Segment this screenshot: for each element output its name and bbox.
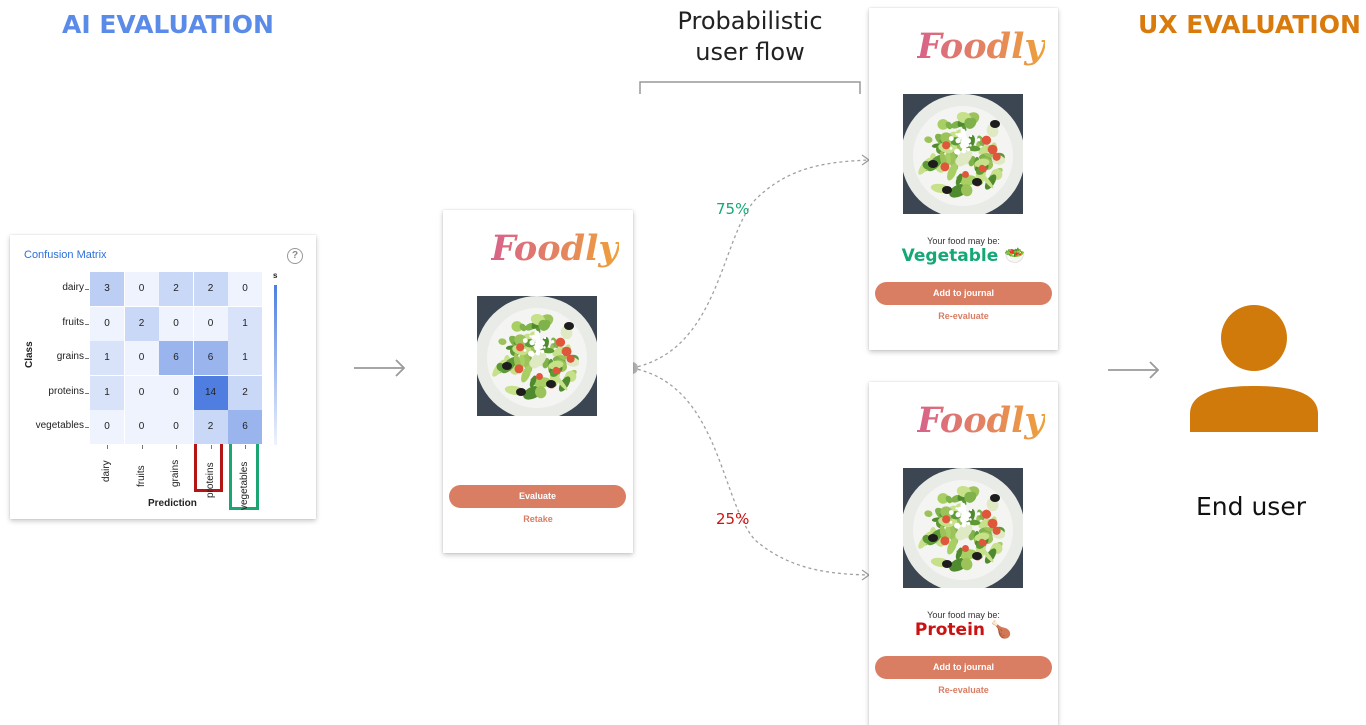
matrix-cell: 0 <box>124 410 159 444</box>
arrow-to-app <box>354 359 406 377</box>
matrix-cell: 6 <box>159 341 193 375</box>
ai-evaluation-heading: AI EVALUATION <box>62 10 274 39</box>
row-label-vegetables: vegetables <box>35 420 84 432</box>
col-label-vegetables: vegetables <box>239 461 251 510</box>
probabilistic-flow-label: Probabilistic user flow <box>640 6 860 68</box>
row-tick <box>85 323 89 325</box>
salad-photo <box>477 296 597 416</box>
row-label-grains: grains <box>56 351 84 363</box>
matrix-cell: 2 <box>193 272 228 306</box>
matrix-cell: 0 <box>124 272 159 306</box>
matrix-cell: 0 <box>159 375 193 410</box>
row-tick <box>85 358 89 360</box>
col-tick <box>141 444 143 449</box>
user-icon <box>1190 305 1318 432</box>
re-evaluate-link[interactable]: Re-evaluate <box>938 311 989 321</box>
flow-label-line2: user flow <box>695 38 805 66</box>
col-tick <box>210 444 212 449</box>
row-label-proteins: proteins <box>48 385 84 397</box>
end-user-label: End user <box>1196 492 1306 521</box>
row-tick <box>85 427 89 429</box>
branch-bottom-arrowhead <box>861 569 871 581</box>
result-subtitle: Your food may be: <box>927 236 1000 246</box>
result-vegetable: Vegetable 🥗 <box>901 246 1026 266</box>
result-subtitle: Your food may be: <box>927 610 1000 620</box>
branch-top <box>631 159 869 369</box>
result-protein: Protein 🍗 <box>914 620 1013 640</box>
ux-evaluation-heading: UX EVALUATION <box>1138 10 1361 39</box>
row-tick <box>85 392 89 394</box>
col-label-dairy: dairy <box>101 459 113 482</box>
evaluate-button[interactable]: Evaluate <box>449 485 626 508</box>
matrix-cell: 1 <box>90 375 124 410</box>
col-label-grains: grains <box>170 459 182 488</box>
matrix-cell: 2 <box>228 375 262 410</box>
col-tick <box>107 444 109 449</box>
color-scale-legend <box>274 285 277 445</box>
foodly-logo: Foodly <box>917 400 1045 441</box>
x-axis-label: Prediction <box>148 498 197 509</box>
matrix-cell: 1 <box>228 341 262 375</box>
salad-photo <box>903 468 1023 588</box>
row-label-fruits: fruits <box>62 316 84 328</box>
top-probability: 75% <box>716 200 750 218</box>
matrix-cell: 6 <box>193 341 228 375</box>
question-circle-icon[interactable]: ? <box>287 248 303 264</box>
matrix-cell: 0 <box>124 375 159 410</box>
matrix-cell: 0 <box>193 306 228 341</box>
matrix-cell: 2 <box>159 272 193 306</box>
matrix-cell: 6 <box>228 410 262 444</box>
re-evaluate-link[interactable]: Re-evaluate <box>938 685 989 695</box>
app-screen-capture: Foodly Evaluate Retake <box>443 210 633 553</box>
arrow-to-user <box>1108 361 1160 379</box>
retake-link[interactable]: Retake <box>523 514 553 524</box>
salad-photo <box>903 94 1023 214</box>
matrix-cell: 0 <box>90 306 124 341</box>
row-tick <box>85 289 89 291</box>
matrix-cell: 3 <box>90 272 124 306</box>
matrix-cell: 0 <box>124 341 159 375</box>
flow-bracket <box>639 81 861 94</box>
legend-label: s <box>273 271 278 280</box>
flow-label-line1: Probabilistic <box>677 7 823 35</box>
matrix-cell: 1 <box>90 341 124 375</box>
row-label-dairy: dairy <box>62 282 84 294</box>
col-tick <box>245 444 247 449</box>
matrix-cell: 14 <box>193 375 228 410</box>
matrix-cell: 0 <box>90 410 124 444</box>
branch-top-arrowhead <box>861 154 871 166</box>
confusion-matrix-title: Confusion Matrix <box>24 249 107 261</box>
result-screen-vegetable: Foodly Your food may be: Vegetable 🥗 Add… <box>869 8 1058 350</box>
foodly-logo: Foodly <box>917 26 1045 67</box>
foodly-logo: Foodly <box>491 228 619 269</box>
matrix-cell: 2 <box>124 306 159 341</box>
result-screen-protein: Foodly Your food may be: Protein 🍗 Add t… <box>869 382 1058 725</box>
add-to-journal-button[interactable]: Add to journal <box>875 282 1052 305</box>
col-label-fruits: fruits <box>135 465 147 488</box>
col-label-proteins: proteins <box>204 462 216 499</box>
matrix-cell: 0 <box>159 410 193 444</box>
branch-bottom <box>631 367 869 576</box>
matrix-cell: 0 <box>159 306 193 341</box>
confusion-matrix-card: Confusion Matrix ? s Class Prediction da… <box>10 235 316 519</box>
matrix-cell: 1 <box>228 306 262 341</box>
bottom-probability: 25% <box>716 510 750 528</box>
matrix-cell: 0 <box>228 272 262 306</box>
col-tick <box>176 444 178 449</box>
add-to-journal-button[interactable]: Add to journal <box>875 656 1052 679</box>
matrix-cell: 2 <box>193 410 228 444</box>
